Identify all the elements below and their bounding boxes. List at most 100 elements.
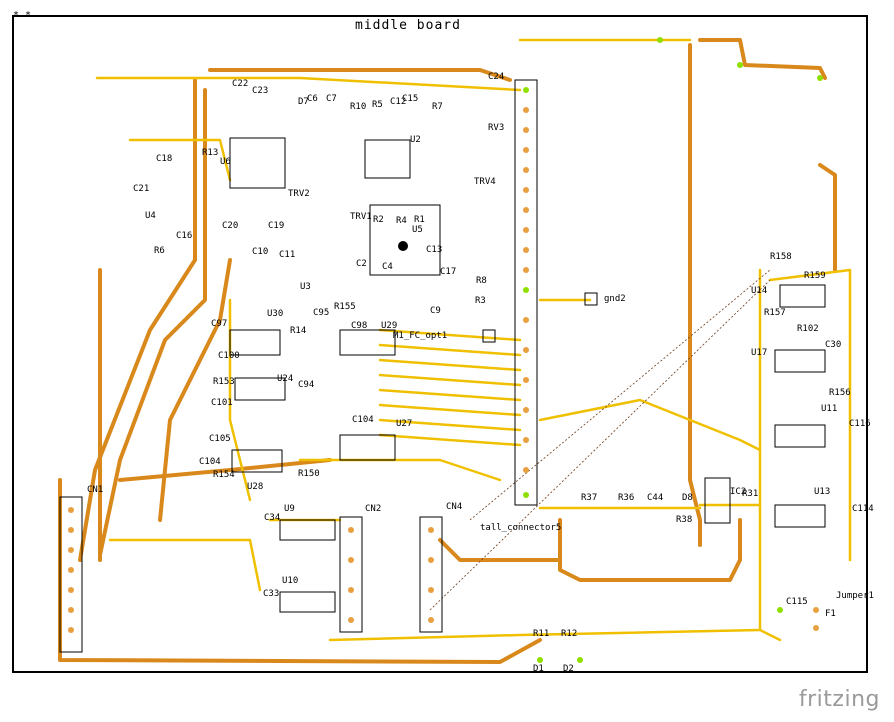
component-label: C15: [402, 94, 419, 104]
component-label: TRV2: [288, 189, 310, 199]
ic2: [704, 477, 731, 524]
component-label: C104: [199, 457, 221, 467]
component-label: D7: [298, 97, 309, 107]
component-label: U5: [412, 225, 423, 235]
component-label: C114: [852, 504, 874, 514]
component-label: R1: [414, 215, 425, 225]
component-label: C116: [849, 419, 871, 429]
pad: [523, 437, 529, 443]
component-label: R14: [290, 326, 307, 336]
component-label: CN2: [365, 504, 382, 514]
pad: [523, 167, 529, 173]
component-label: C19: [268, 221, 285, 231]
pad: [537, 657, 543, 663]
component-label: R7: [432, 102, 443, 112]
pad: [348, 527, 354, 533]
component-label: CN1: [87, 485, 104, 495]
component-label: C94: [298, 380, 315, 390]
trace: [378, 373, 522, 387]
pad: [348, 557, 354, 563]
pad: [348, 587, 354, 593]
component-label: D1: [533, 664, 544, 674]
component-label: C23: [252, 86, 269, 96]
trace: [158, 258, 232, 522]
pad: [68, 567, 74, 573]
pad: [523, 187, 529, 193]
component-label: C104: [352, 415, 374, 425]
component-label: C105: [209, 434, 231, 444]
component-label: C6: [307, 94, 318, 104]
gnd-label: gnd2: [604, 294, 626, 304]
component-label: R3: [475, 296, 486, 306]
component-label: C10: [252, 247, 269, 257]
component-label: C9: [430, 306, 441, 316]
component-label: TRV1: [350, 212, 372, 222]
trace: [768, 268, 852, 562]
pad: [657, 37, 663, 43]
board-title: middle board: [355, 18, 461, 33]
corner-marker: * *: [13, 10, 32, 21]
ic-u27: [339, 434, 396, 461]
pad: [68, 607, 74, 613]
pad: [813, 625, 819, 631]
m1-label: M1_FC_opt1: [393, 331, 448, 341]
component-label: R157: [764, 308, 786, 318]
pad: [428, 557, 434, 563]
trace: [98, 88, 207, 557]
component-label: R155: [334, 302, 356, 312]
pad: [523, 287, 529, 293]
ratsnest-line: [429, 279, 771, 611]
ic-u30: [229, 329, 281, 356]
trace: [95, 76, 522, 92]
component-label: CN4: [446, 502, 463, 512]
trace: [538, 398, 762, 452]
trace: [688, 43, 702, 547]
fritzing-logo: fritzing: [798, 687, 880, 712]
pad: [68, 507, 74, 513]
component-label: U2: [410, 135, 421, 145]
trace: [328, 628, 762, 642]
trace: [78, 78, 197, 562]
trace: [378, 388, 522, 402]
component-label: C20: [222, 221, 239, 231]
component-label: U6: [220, 157, 231, 167]
component-label: C11: [279, 250, 296, 260]
pad: [737, 62, 743, 68]
pad: [523, 377, 529, 383]
ic-u24: [234, 377, 286, 401]
connector-label: tall_connector5: [480, 523, 562, 533]
pad: [428, 587, 434, 593]
component-label: R102: [797, 324, 819, 334]
component-label: R12: [561, 629, 578, 639]
component-label: R11: [533, 629, 550, 639]
component-label: D8: [682, 493, 693, 503]
component-label: C12: [390, 97, 407, 107]
component-label: R156: [829, 388, 851, 398]
component-label: U11: [821, 404, 838, 414]
jumper-label: Jumper1: [836, 591, 874, 601]
trace: [758, 268, 782, 642]
component-label: U3: [300, 282, 311, 292]
component-label: R38: [676, 515, 693, 525]
pad: [523, 317, 529, 323]
component-label: RV3: [488, 123, 505, 133]
pad: [68, 547, 74, 553]
component-label: R13: [202, 148, 219, 158]
component-label: C34: [264, 513, 281, 523]
trace: [118, 458, 332, 482]
trace: [378, 403, 522, 417]
pad: [428, 527, 434, 533]
component-label: C18: [156, 154, 173, 164]
trace: [818, 163, 837, 272]
trace: [108, 538, 262, 592]
pad: [523, 267, 529, 273]
component-label: C95: [313, 308, 330, 318]
ic-u17: [774, 349, 826, 373]
m1-pad: [482, 329, 496, 343]
ic-u28: [231, 449, 283, 473]
trace: [378, 358, 522, 372]
component-label: R6: [154, 246, 165, 256]
trace: [438, 538, 562, 562]
component-label: C17: [440, 267, 457, 277]
ic-u14: [779, 284, 826, 308]
